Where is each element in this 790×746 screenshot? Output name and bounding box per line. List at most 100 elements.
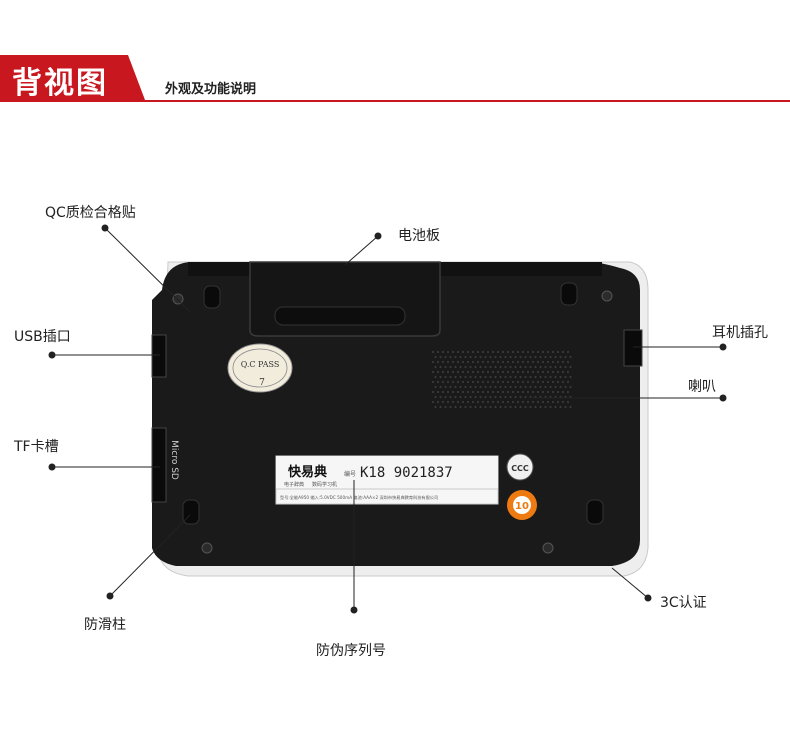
speaker-hole [444, 355, 447, 359]
speaker-hole [479, 375, 482, 379]
speaker-hole [549, 405, 552, 409]
speaker-hole [434, 355, 437, 359]
speaker-hole [499, 395, 502, 399]
speaker-hole [536, 370, 540, 374]
speaker-hole [464, 365, 467, 369]
speaker-hole [546, 380, 550, 384]
speaker-hole [441, 390, 445, 394]
speaker-hole [451, 350, 455, 354]
speaker-hole [564, 385, 567, 389]
speaker-hole [556, 350, 560, 354]
speaker-hole [556, 400, 560, 404]
ccc-logo [506, 453, 534, 481]
speaker-hole [504, 375, 507, 379]
speaker-hole [494, 365, 497, 369]
speaker-hole [509, 405, 512, 409]
speaker-hole [461, 350, 465, 354]
speaker-hole [546, 390, 550, 394]
speaker-hole [431, 400, 435, 404]
speaker-hole [516, 380, 520, 384]
speaker-hole [474, 365, 477, 369]
speaker-hole [501, 380, 505, 384]
speaker-hole [536, 380, 540, 384]
speaker-hole [499, 405, 502, 409]
speaker-hole [566, 390, 570, 394]
speaker-hole [434, 405, 437, 409]
speaker-hole [489, 385, 492, 389]
speaker-hole [471, 350, 475, 354]
speaker-hole [569, 375, 572, 379]
speaker-hole [481, 380, 485, 384]
speaker-hole [451, 400, 455, 404]
speaker-hole [569, 365, 572, 369]
speaker-hole [456, 400, 460, 404]
speaker-hole [494, 395, 497, 399]
speaker-hole [461, 360, 465, 364]
speaker-hole [509, 375, 512, 379]
speaker-hole [506, 380, 510, 384]
speaker-hole [456, 350, 460, 354]
eco-logo-text: 10 [515, 501, 529, 512]
qc-sticker-number: 7 [259, 378, 265, 388]
speaker-hole [504, 365, 507, 369]
speaker-hole [534, 405, 537, 409]
earphone-jack [623, 329, 643, 367]
speaker-hole [519, 375, 522, 379]
speaker-hole [444, 385, 447, 389]
speaker-hole [514, 365, 517, 369]
speaker-hole [441, 400, 445, 404]
speaker-hole [441, 360, 445, 364]
speaker-hole [511, 380, 515, 384]
page-title: 背视图 [12, 66, 108, 101]
speaker-hole [446, 390, 450, 394]
speaker-hole [459, 355, 462, 359]
speaker-hole [561, 370, 565, 374]
speaker-hole [494, 355, 497, 359]
speaker-hole [556, 370, 560, 374]
speaker-hole [509, 385, 512, 389]
speaker-hole [459, 375, 462, 379]
speaker-hole [566, 350, 570, 354]
speaker-hole [451, 380, 455, 384]
speaker-hole [449, 355, 452, 359]
speaker-hole [431, 360, 435, 364]
speaker-hole [499, 365, 502, 369]
speaker-hole [501, 370, 505, 374]
speaker-hole [464, 355, 467, 359]
speaker-hole [519, 355, 522, 359]
serial-number: K18 9021837 [360, 465, 453, 481]
speaker-hole [474, 405, 477, 409]
tf-slot-label: Micro SD [169, 440, 179, 480]
screw [201, 542, 213, 554]
speaker-hole [439, 355, 442, 359]
speaker-hole [486, 350, 490, 354]
speaker-hole [456, 360, 460, 364]
speaker-hole [561, 380, 565, 384]
speaker-hole [524, 355, 527, 359]
speaker-hole [559, 355, 562, 359]
speaker-hole [544, 375, 547, 379]
speaker-hole [454, 355, 457, 359]
speaker-hole [501, 400, 505, 404]
speaker-hole [569, 385, 572, 389]
speaker-hole [531, 380, 535, 384]
speaker-hole [454, 375, 457, 379]
speaker-hole [514, 395, 517, 399]
speaker-hole [509, 365, 512, 369]
speaker-hole [484, 395, 487, 399]
page-subtitle: 外观及功能说明 [165, 82, 257, 97]
callout-line-battery [344, 235, 379, 266]
speaker-hole [471, 360, 475, 364]
speaker-hole [521, 380, 525, 384]
speaker-hole [529, 365, 532, 369]
speaker-hole [559, 405, 562, 409]
speaker-hole [496, 350, 500, 354]
speaker-hole [564, 355, 567, 359]
speaker-hole [494, 375, 497, 379]
speaker-hole [556, 390, 560, 394]
speaker-hole [476, 350, 480, 354]
speaker-hole [551, 400, 555, 404]
label-earphone: 耳机插孔 [712, 325, 768, 341]
speaker-hole [559, 375, 562, 379]
speaker-hole [521, 350, 525, 354]
